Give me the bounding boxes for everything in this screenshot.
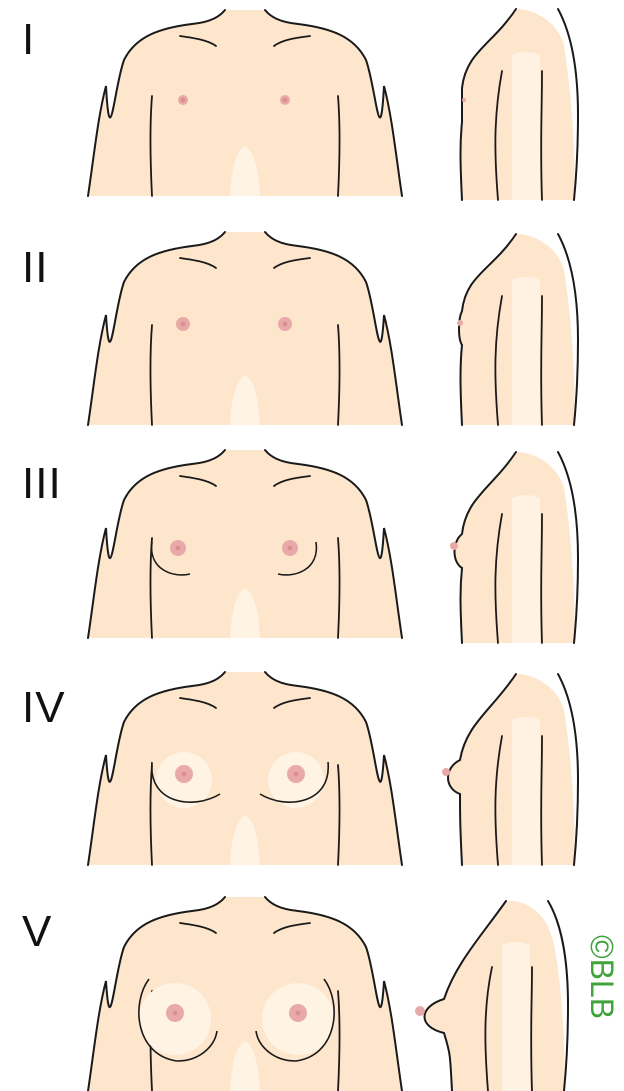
- side-arm-back-line: [541, 296, 542, 425]
- right-nipple: [296, 1011, 301, 1016]
- stage-label-5: V: [22, 910, 52, 954]
- side-view-stage-2: [440, 230, 590, 425]
- left-nipple: [181, 322, 186, 327]
- stage-label-4: IV: [22, 686, 66, 730]
- front-view-stage-5: [80, 895, 410, 1091]
- side-nipple: [442, 768, 450, 776]
- stage-label-1: I: [22, 18, 35, 62]
- side-nipple: [457, 320, 463, 326]
- left-nipple: [176, 546, 181, 551]
- stage-label-2: II: [22, 246, 48, 290]
- side-arm-back-line: [541, 736, 542, 865]
- side-arm-back-line: [541, 514, 542, 643]
- side-nipple: [462, 98, 466, 102]
- side-view-stage-5: [430, 895, 590, 1091]
- stage-label-3: III: [22, 462, 62, 506]
- side-view-stage-1: [440, 5, 590, 200]
- front-view-stage-3: [80, 448, 410, 638]
- side-view-stage-4: [440, 670, 590, 865]
- right-nipple: [288, 546, 293, 551]
- side-nipple: [450, 542, 458, 550]
- right-nipple: [294, 772, 299, 777]
- side-arm-highlight: [512, 52, 540, 200]
- side-arm-highlight: [512, 717, 540, 865]
- side-arm-highlight: [512, 277, 540, 425]
- side-arm-highlight: [502, 942, 530, 1091]
- side-arm-back-line: [531, 967, 532, 1091]
- left-nipple: [182, 772, 187, 777]
- watermark-text: ©BLB: [583, 935, 620, 1019]
- side-arm-back-line: [541, 71, 542, 200]
- side-body: [448, 674, 575, 865]
- right-nipple: [283, 322, 288, 327]
- left-nipple: [181, 98, 186, 103]
- front-view-stage-1: [80, 8, 410, 196]
- side-view-stage-3: [440, 448, 590, 643]
- side-nipple: [415, 1006, 425, 1016]
- front-view-stage-2: [80, 230, 410, 425]
- copyright-watermark: ©BLB: [582, 935, 622, 1085]
- front-view-stage-4: [80, 670, 410, 865]
- left-nipple: [173, 1011, 178, 1016]
- side-arm-highlight: [512, 495, 540, 643]
- right-nipple: [283, 98, 288, 103]
